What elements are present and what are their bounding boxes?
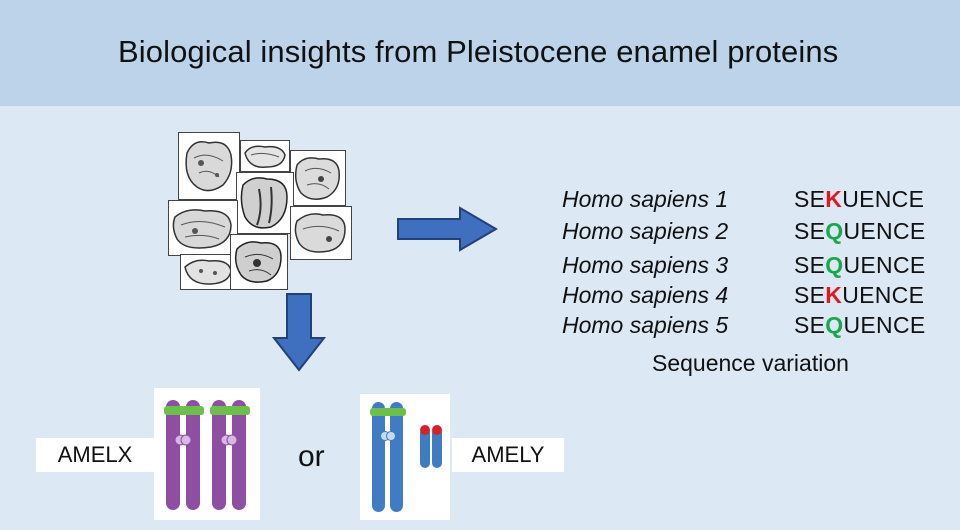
variant-residue: Q — [825, 252, 844, 278]
amely-label: AMELY — [452, 438, 564, 472]
x-chromosome-card — [154, 388, 260, 520]
y-chromosome-icon — [370, 402, 442, 512]
or-text: or — [298, 440, 325, 473]
species-name: Homo sapiens 3 — [562, 252, 729, 278]
species-name: Homo sapiens 2 — [562, 218, 729, 244]
sequence-text: SEKUENCE — [794, 186, 925, 212]
right-arrow-icon — [397, 206, 498, 252]
tooth-collage — [168, 132, 352, 290]
tooth-photo-icon — [230, 234, 288, 290]
tooth-photo-icon — [180, 254, 236, 290]
amelx-label: AMELX — [36, 438, 154, 472]
sequence-text: SEQUENCE — [794, 252, 926, 278]
tooth-photo-icon — [236, 172, 294, 234]
tooth-photo-icon — [290, 150, 346, 206]
variant-residue: K — [825, 186, 843, 212]
species-name: Homo sapiens 5 — [562, 312, 729, 338]
sequence-text: SEQUENCE — [794, 312, 926, 338]
variant-residue: Q — [825, 312, 844, 338]
species-name: Homo sapiens 1 — [562, 186, 729, 212]
x-chromosome-icon — [164, 400, 250, 510]
tooth-photo-icon — [168, 200, 238, 256]
tooth-photo-icon — [290, 206, 352, 260]
variant-residue: Q — [825, 218, 844, 244]
header-banner: Biological insights from Pleistocene ena… — [0, 0, 960, 106]
down-arrow-icon — [272, 293, 326, 372]
xy-chromosome-card — [360, 394, 450, 520]
sequence-text: SEQUENCE — [794, 218, 926, 244]
page-title: Biological insights from Pleistocene ena… — [118, 34, 839, 69]
sequence-caption: Sequence variation — [652, 350, 849, 376]
variant-residue: K — [825, 282, 843, 308]
species-name: Homo sapiens 4 — [562, 282, 729, 308]
sequence-text: SEKUENCE — [794, 282, 925, 308]
tooth-photo-icon — [240, 140, 290, 172]
tooth-photo-icon — [178, 132, 240, 200]
